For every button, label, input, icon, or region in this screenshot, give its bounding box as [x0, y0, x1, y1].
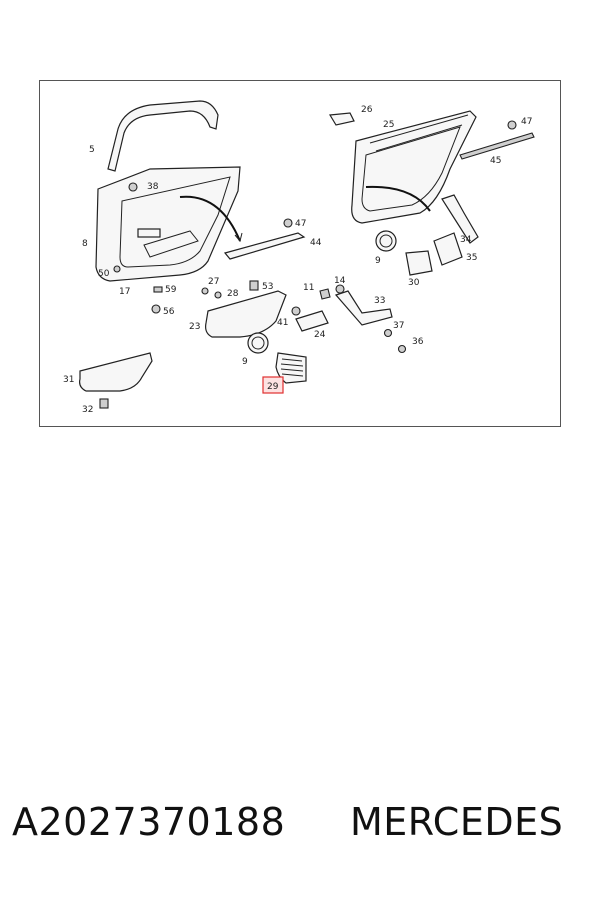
speaker-cover-29-grille [280, 358, 304, 377]
callout-37[interactable]: 37 [393, 321, 404, 331]
clip-37-part [383, 328, 393, 338]
assembly-arrow-left [179, 195, 241, 242]
door-panel-window-switch [137, 228, 161, 238]
callout-28[interactable]: 28 [227, 289, 239, 299]
callout-8[interactable]: 8 [82, 239, 88, 249]
cap-32-part [99, 398, 109, 409]
callout-11[interactable]: 11 [303, 283, 314, 293]
clip-50-part [113, 265, 121, 273]
callout-29[interactable]: 29 [267, 382, 279, 392]
speaker-grille-9-part [375, 230, 397, 252]
screw-36-part [397, 344, 407, 354]
clip-11-part [319, 288, 331, 300]
callout-34[interactable]: 34 [460, 235, 472, 245]
assembly-arrow-left-head [234, 232, 243, 243]
callout-9-right[interactable]: 9 [375, 256, 381, 266]
clip-28-part [214, 291, 222, 299]
trim-strip-44-part [223, 232, 306, 260]
callout-44[interactable]: 44 [310, 238, 322, 248]
screw-27-part [201, 287, 209, 295]
exploded-door-panel-drawing: 5 38 8 50 17 26 25 47 45 47 44 9 34 35 3… [63, 100, 535, 415]
footer: A2027370188 MERCEDES [0, 800, 600, 860]
callout-53[interactable]: 53 [262, 282, 273, 292]
callout-38[interactable]: 38 [147, 182, 159, 192]
clip-41-part [291, 306, 301, 316]
brand-name: MERCEDES [350, 800, 564, 844]
assembly-arrow-right [365, 185, 431, 212]
window-trim-part [107, 100, 219, 172]
callout-59[interactable]: 59 [165, 285, 177, 295]
door-shell-window-channel [369, 114, 469, 152]
armrest-23-part [205, 290, 287, 338]
callout-36[interactable]: 36 [412, 337, 424, 347]
pull-handle-part [441, 194, 479, 244]
speaker-grille-9b-inner [251, 336, 265, 350]
callout-27[interactable]: 27 [208, 277, 219, 287]
callout-56[interactable]: 56 [163, 307, 175, 317]
molding-45-part [459, 132, 535, 160]
callout-50[interactable]: 50 [98, 269, 110, 279]
screw-56-part [151, 304, 161, 314]
callout-45[interactable]: 45 [490, 156, 501, 166]
callout-32[interactable]: 32 [82, 405, 93, 415]
switch-24-part [295, 310, 329, 332]
speaker-grille-9-inner [379, 234, 393, 248]
door-panel-part [95, 166, 241, 282]
clip-14-part [335, 284, 345, 294]
callout-25[interactable]: 25 [383, 120, 394, 130]
callout-30[interactable]: 30 [408, 278, 420, 288]
clip-38-part [128, 182, 138, 192]
callout-17[interactable]: 17 [119, 287, 130, 297]
callout-26[interactable]: 26 [361, 105, 373, 115]
door-panel-inner [119, 176, 231, 268]
speaker-grille-9b-part [247, 332, 269, 354]
cover-30-part [405, 250, 433, 276]
parts-diagram: 5 38 8 50 17 26 25 47 45 47 44 9 34 35 3… [39, 80, 561, 427]
callout-31[interactable]: 31 [63, 375, 74, 385]
part-number: A2027370188 [12, 800, 286, 844]
callout-24[interactable]: 24 [314, 330, 326, 340]
clip-47b-part [507, 120, 517, 130]
door-panel-armrest [143, 230, 199, 258]
highlight-box-29 [262, 376, 284, 394]
storage-pocket-31-part [79, 352, 153, 392]
callout-5[interactable]: 5 [89, 145, 95, 155]
callout-47-mid[interactable]: 47 [295, 219, 306, 229]
callout-41[interactable]: 41 [277, 318, 288, 328]
callout-23[interactable]: 23 [189, 322, 200, 332]
bracket-26-part [328, 112, 355, 126]
handle-33-part [334, 290, 393, 326]
bracket-34-part [433, 232, 463, 266]
door-shell-inner [361, 126, 461, 212]
callout-9-left[interactable]: 9 [242, 357, 248, 367]
clip-47-part [283, 218, 293, 228]
callout-33[interactable]: 33 [374, 296, 385, 306]
callout-47-top[interactable]: 47 [521, 117, 532, 127]
clip-53-part [249, 280, 259, 291]
callout-14[interactable]: 14 [334, 276, 346, 286]
clip-59-part [153, 286, 163, 293]
callout-35[interactable]: 35 [466, 253, 477, 263]
